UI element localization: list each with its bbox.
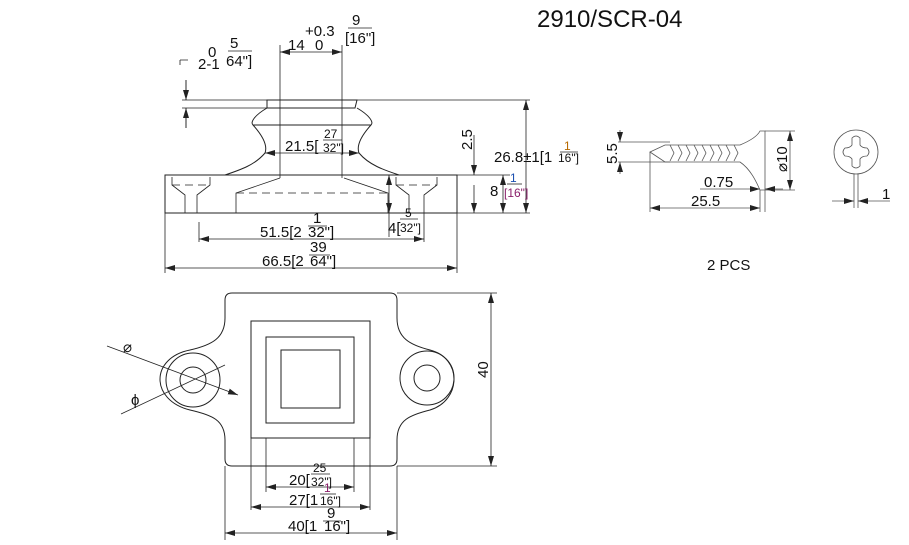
neck-dim: 21.5[ xyxy=(285,138,319,155)
left-counterbore xyxy=(165,352,221,408)
recess-frac-num: 5 xyxy=(405,206,412,220)
plan-outline xyxy=(159,292,455,467)
thread-dia: 5.5 xyxy=(604,143,621,164)
base-frac-den: [16"] xyxy=(504,186,528,200)
recess-frac-den: 32"] xyxy=(400,221,421,235)
screw-outline xyxy=(649,130,766,191)
bore-frac-den: [16"] xyxy=(345,30,375,47)
outer-dim: 40[1 xyxy=(288,518,317,535)
middle-square xyxy=(265,336,355,424)
hole-span-den: 32"] xyxy=(308,224,334,241)
head-dia: ⌀10 xyxy=(774,146,791,172)
inner-square xyxy=(280,349,341,409)
bore-tol-upper: +0.3 xyxy=(305,23,335,40)
cap-tol-top: 0 xyxy=(208,44,216,61)
outer-num: 9 xyxy=(327,505,335,522)
quantity-label: 2 PCS xyxy=(707,257,750,274)
hole-span-num: 1 xyxy=(313,210,321,227)
length-dim: 66.5[2 xyxy=(262,253,304,270)
middle-dim: 27[1 xyxy=(289,492,318,509)
cap-frac-num: 5 xyxy=(230,35,238,52)
right-counterbore xyxy=(399,350,455,406)
inner-den: 32"] xyxy=(311,475,332,489)
recess-dim: 4[ xyxy=(388,220,401,237)
inner-num: 25 xyxy=(313,461,327,475)
screw-view: 5.5 ⌀10 0.75 25.5 1 2 PCS xyxy=(604,129,890,274)
cap-outline xyxy=(266,99,358,109)
height-dim: 26.8±1[1 xyxy=(494,149,552,166)
height-frac-num: 1 xyxy=(564,139,571,153)
inner-dim: 20[ xyxy=(289,472,311,489)
step-dim: 2.5 xyxy=(459,129,476,150)
dia-symbol-1: ⌀ xyxy=(123,339,132,356)
neck-frac-num: 27 xyxy=(324,127,338,141)
length-num: 39 xyxy=(310,239,327,256)
base-frac-num: 1 xyxy=(510,171,517,185)
neck-right xyxy=(356,107,400,176)
height-frac-den: 16"] xyxy=(558,151,579,165)
middle-den: 16"] xyxy=(320,494,341,508)
phillips-cross-icon xyxy=(842,135,870,169)
cap-tol-main: 2-1 xyxy=(198,56,220,73)
base-outline xyxy=(164,174,458,214)
head-thickness: 0.75 xyxy=(704,174,733,191)
bore-frac-num: 9 xyxy=(352,12,360,29)
drawing-title: 2910/SCR-04 xyxy=(537,6,682,33)
base-dim: 8 xyxy=(490,183,498,200)
screw-thread xyxy=(669,144,739,162)
neck-frac-den: 32"] xyxy=(323,141,344,155)
slot-width: 1 xyxy=(882,186,890,203)
outer-square xyxy=(250,320,371,439)
screw-head-circle xyxy=(833,129,879,175)
plan-view: ⌀ ϕ 40 20[ 25 32"] 27[1 1 16"] 40[1 9 16… xyxy=(106,292,497,540)
height-40: 40 xyxy=(475,361,492,378)
right-hole xyxy=(413,364,441,392)
length-den: 64"] xyxy=(310,253,336,270)
hole-span-dim: 51.5[2 xyxy=(260,224,302,241)
outer-den: 16"] xyxy=(324,518,350,535)
middle-num: 1 xyxy=(324,481,331,495)
screw-length: 25.5 xyxy=(691,193,720,210)
neck-left xyxy=(224,107,268,176)
bore-tol-lower: 0 xyxy=(315,37,323,54)
cap-frac-den: 64"] xyxy=(226,53,252,70)
side-view: 0 2-1 5 64"] 14 +0.3 0 9 [16"] 21.5[ 27 … xyxy=(164,12,579,273)
left-hole xyxy=(179,366,207,394)
dia-symbol-2: ϕ xyxy=(131,392,139,409)
bore-main: 14 xyxy=(288,37,305,54)
